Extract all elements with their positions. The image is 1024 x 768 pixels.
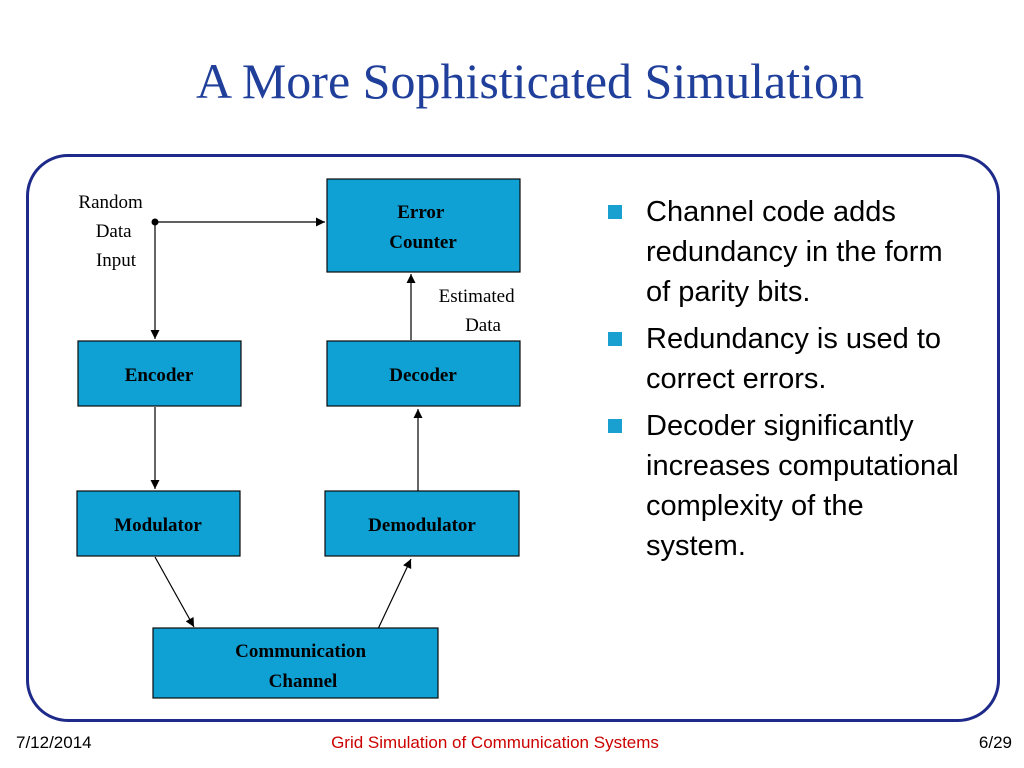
- node-decoder-label: Decoder: [389, 365, 457, 386]
- bullet-item: Decoder significantly increases computat…: [608, 406, 968, 566]
- bullet-text: Redundancy is used to correct errors.: [646, 323, 942, 395]
- node-encoder: Encoder: [77, 340, 242, 407]
- label-data: Data: [96, 221, 132, 242]
- node-decoder: Decoder: [326, 340, 521, 407]
- bullet-list: Channel code adds redundancy in the form…: [608, 192, 968, 573]
- node-error-counter-label-2: Counter: [389, 232, 457, 253]
- bullet-text: Channel code adds redundancy in the form…: [646, 196, 943, 308]
- node-modulator: Modulator: [76, 490, 241, 557]
- node-error-counter: Error Counter: [326, 178, 521, 273]
- node-demodulator: Demodulator: [324, 490, 520, 557]
- square-bullet-icon: [608, 332, 622, 346]
- node-demodulator-label: Demodulator: [368, 515, 476, 536]
- svg-text:Error Counter: Error Counter: [389, 202, 457, 253]
- label-estimated: Estimated: [439, 286, 515, 307]
- label-estimated-data-word: Data: [465, 315, 501, 336]
- label-estimated-data: Estimated Data: [439, 286, 520, 336]
- edges: [150, 217, 423, 630]
- footer-date: 7/12/2014: [16, 733, 92, 752]
- slide-title: A More Sophisticated Simulation: [195, 53, 865, 109]
- square-bullet-icon: [608, 419, 622, 433]
- edge-modulator-to-channel: [154, 556, 195, 628]
- node-error-counter-label-1: Error: [397, 202, 445, 223]
- svg-text:Communication Channel: Communication Channel: [235, 641, 371, 692]
- input-junction-dot: [151, 218, 159, 226]
- bullet-item: Channel code adds redundancy in the form…: [608, 192, 968, 312]
- node-modulator-label: Modulator: [114, 515, 202, 536]
- bullet-item: Redundancy is used to correct errors.: [608, 319, 968, 399]
- bullet-text: Decoder significantly increases computat…: [646, 410, 959, 562]
- node-encoder-label: Encoder: [125, 365, 194, 386]
- edge-channel-to-demodulator: [377, 558, 412, 630]
- label-random: Random: [78, 192, 143, 213]
- label-input: Input: [96, 250, 137, 271]
- node-channel-label-1: Communication: [235, 641, 366, 662]
- node-channel-label-2: Channel: [269, 671, 338, 692]
- content-frame: [26, 154, 1000, 722]
- footer-presentation-title: Grid Simulation of Communication Systems: [331, 733, 659, 752]
- node-communication-channel: Communication Channel: [152, 627, 439, 699]
- label-random-data-input: Random Data Input: [78, 192, 147, 271]
- square-bullet-icon: [608, 205, 622, 219]
- footer-page-number: 6/29: [978, 733, 1012, 752]
